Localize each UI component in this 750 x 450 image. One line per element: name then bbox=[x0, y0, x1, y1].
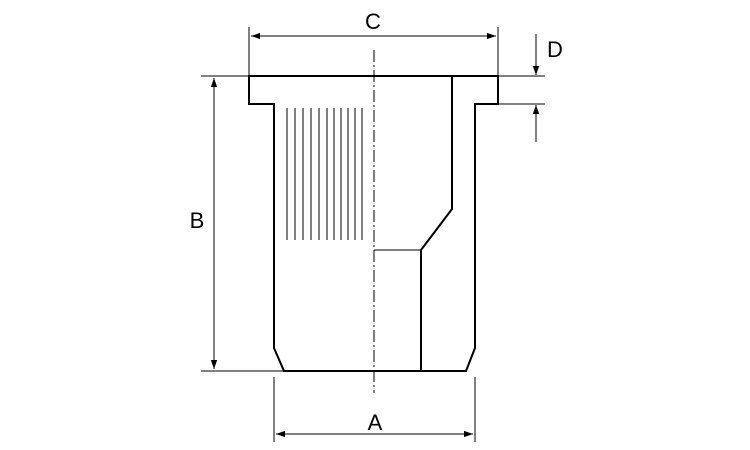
rivet-nut-part bbox=[248, 75, 499, 372]
dimension-a: A bbox=[273, 377, 476, 442]
part-outline bbox=[248, 75, 499, 372]
dimension-c: C bbox=[248, 9, 499, 76]
dim-a-label: A bbox=[368, 410, 383, 435]
dimension-b: B bbox=[190, 75, 284, 372]
dim-d-label: D bbox=[547, 37, 563, 62]
dim-b-label: B bbox=[190, 208, 205, 233]
dim-c-label: C bbox=[365, 9, 381, 34]
inner-bore-outline bbox=[420, 76, 453, 371]
dimension-d: D bbox=[498, 34, 563, 142]
knurl-pattern bbox=[286, 108, 363, 240]
